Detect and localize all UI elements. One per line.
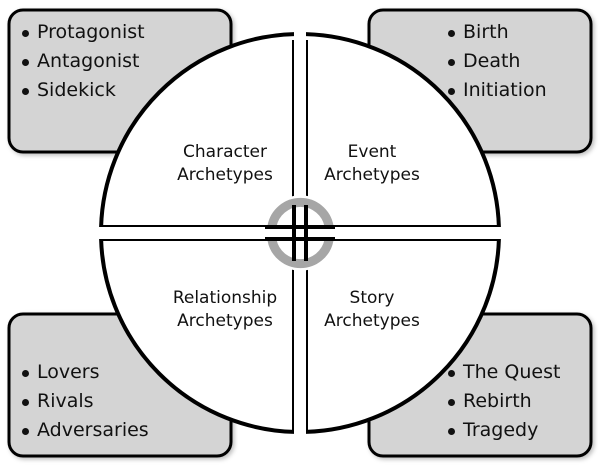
- quadrant-relationship: [99, 239, 294, 434]
- list-item: Adversaries: [20, 416, 149, 445]
- quadrant-character: [99, 32, 294, 227]
- event-examples-list: Birth Death Initiation: [446, 18, 547, 105]
- quadrant-story: [306, 239, 501, 434]
- list-item: Tragedy: [446, 416, 560, 445]
- list-item: The Quest: [446, 358, 560, 387]
- list-item: Birth: [446, 18, 547, 47]
- list-item: Protagonist: [20, 18, 145, 47]
- list-item: Sidekick: [20, 76, 145, 105]
- story-examples-list: The Quest Rebirth Tragedy: [446, 358, 560, 445]
- list-item: Lovers: [20, 358, 149, 387]
- character-examples-list: Protagonist Antagonist Sidekick: [20, 18, 145, 105]
- list-item: Death: [446, 47, 547, 76]
- quadrant-title-character: Character Archetypes: [177, 142, 273, 185]
- quadrant-title-relationship: Relationship Archetypes: [172, 288, 278, 331]
- quadrant-event: [306, 32, 501, 227]
- list-item: Antagonist: [20, 47, 145, 76]
- cycle-arrows-icon: [265, 195, 336, 271]
- list-item: Rivals: [20, 387, 149, 416]
- quadrant-title-event: Event Archetypes: [324, 142, 420, 185]
- quadrant-title-story: Story Archetypes: [324, 288, 420, 331]
- list-item: Initiation: [446, 76, 547, 105]
- list-item: Rebirth: [446, 387, 560, 416]
- relationship-examples-list: Lovers Rivals Adversaries: [20, 358, 149, 445]
